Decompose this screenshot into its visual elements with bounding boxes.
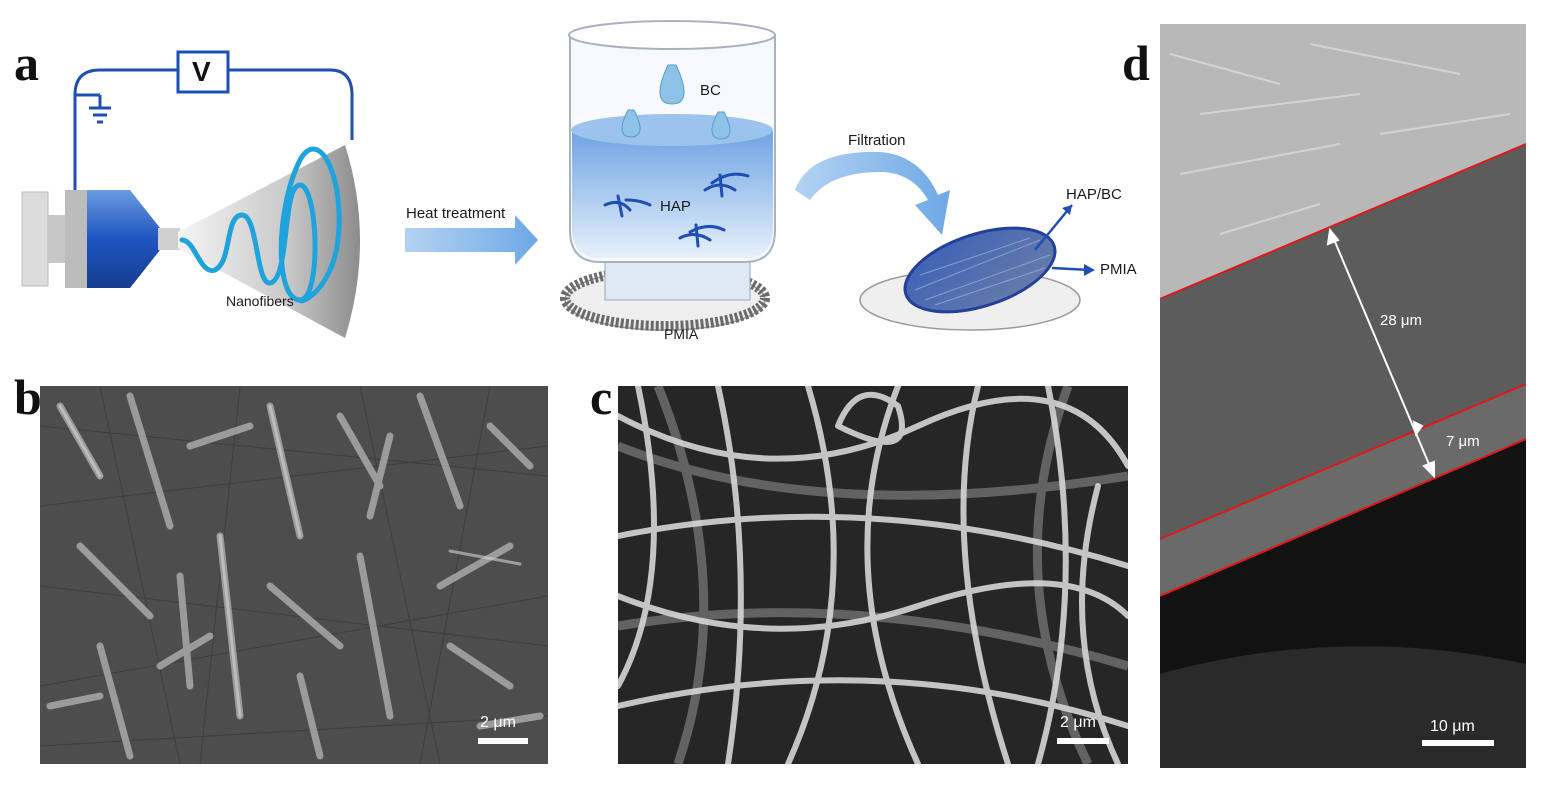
hapbc-label: HAP/BC [1066,186,1122,203]
bc-droplet-icon [621,64,731,140]
scale-label-d: 10 μm [1430,718,1475,735]
voltage-source-box [176,50,230,94]
thickness-arrow [1329,229,1435,477]
thickness-label-top: 28 μm [1380,312,1422,329]
filtration-label: Filtration [848,132,906,149]
heat-treatment-label: Heat treatment [406,205,506,222]
boundary-line-top [1160,143,1526,300]
sem-image-d [1160,24,1526,768]
hap-label: HAP [660,198,691,215]
boundary-line-bottom [1160,438,1526,597]
scale-bar-b [478,738,528,744]
hap-cluster-icon [603,172,750,248]
scale-bar-d [1422,740,1494,746]
panel-c-letter: c [590,369,613,425]
sem-image-b [40,386,548,764]
panel-d-letter: d [1122,35,1150,91]
heat-treatment-arrow [405,215,538,265]
beaker-liquid [572,130,773,258]
spinneret-nozzle [87,190,160,288]
sem-image-c [618,386,1128,764]
boundary-line-middle [1160,383,1526,540]
nanofibers-label: Nanofibers [226,293,294,309]
voltage-symbol: V [192,56,211,87]
panel-b-letter: b [14,369,42,425]
pmia-base-label: PMIA [664,326,699,342]
scale-label-c: 2 μm [1060,714,1096,731]
nanofiber-spiral [179,146,342,304]
filtration-arrow [795,151,950,235]
pmia-label: PMIA [1100,261,1137,278]
ground-icon [89,95,111,124]
bc-label: BC [700,82,721,99]
panel-a-letter: a [14,35,39,91]
panel-a-schematic [21,20,1095,338]
scale-bar-c [1057,738,1109,744]
scale-label-b: 2 μm [480,714,516,731]
thickness-label-bottom: 7 μm [1446,433,1480,450]
